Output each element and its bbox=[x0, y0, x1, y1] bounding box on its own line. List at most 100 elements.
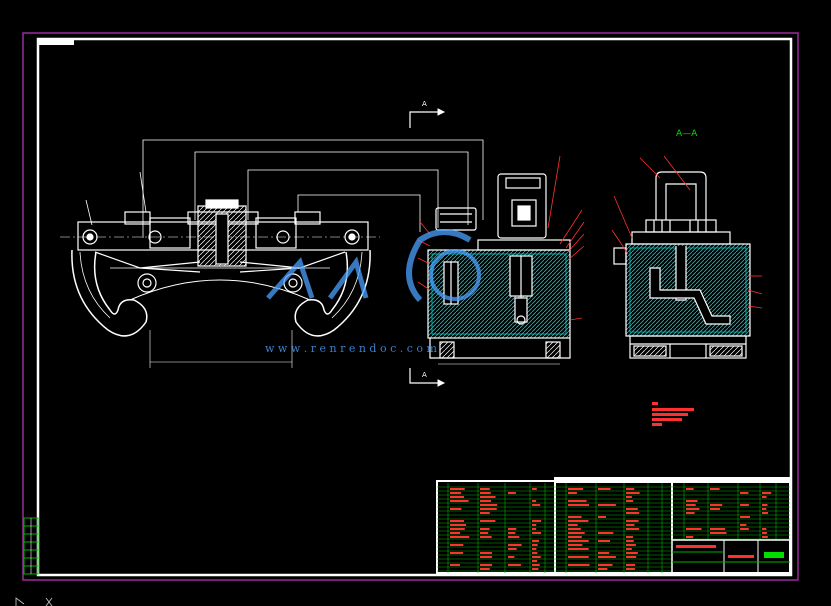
hydraulic-station-section bbox=[613, 171, 751, 359]
cut-marker-bottom-label: A bbox=[422, 371, 427, 379]
bom-cell-text bbox=[568, 516, 582, 518]
bom-cell-text bbox=[480, 552, 492, 554]
bom-cell-text bbox=[480, 532, 489, 534]
bom-cell-text bbox=[626, 548, 632, 550]
bom-cell-text bbox=[568, 524, 578, 526]
bom-cell-text bbox=[710, 532, 727, 534]
bom-cell-text bbox=[450, 528, 465, 530]
bom-cell-text bbox=[480, 556, 492, 558]
bom-cell-text bbox=[762, 536, 768, 538]
bom-cell-text bbox=[686, 528, 702, 530]
bom-cell-text bbox=[568, 540, 589, 542]
bom-cell-text bbox=[710, 508, 720, 510]
bom-cell-text bbox=[568, 492, 577, 494]
bom-cell-text bbox=[450, 500, 469, 502]
bom-cell-text bbox=[762, 508, 767, 510]
bom-cell-text bbox=[686, 508, 700, 510]
bom-cell-text bbox=[480, 536, 492, 538]
bom-cell-text bbox=[598, 552, 610, 554]
bom-cell-text bbox=[686, 500, 698, 502]
bom-cell-text bbox=[450, 488, 465, 490]
bom-cell-text bbox=[626, 512, 640, 514]
bom-cell-text bbox=[598, 556, 616, 558]
bom-cell-text bbox=[626, 564, 636, 566]
watermark-logo bbox=[266, 229, 481, 303]
bom-cell-text bbox=[598, 532, 614, 534]
bom-cell-text bbox=[532, 500, 537, 502]
bom-cell-text bbox=[480, 492, 491, 494]
bom-cell-text bbox=[762, 532, 767, 534]
bom-cell-text bbox=[762, 504, 768, 506]
bom-cell-text bbox=[508, 536, 520, 538]
bom-cell-text bbox=[508, 492, 516, 494]
bom-cell-text bbox=[740, 492, 749, 494]
bom-cell-text bbox=[598, 488, 611, 490]
bom-cell-text bbox=[568, 532, 585, 534]
technical-notes bbox=[652, 402, 694, 426]
bom-cell-text bbox=[598, 564, 613, 566]
bom-cell-text bbox=[532, 532, 541, 534]
bom-cell-text bbox=[532, 556, 541, 558]
bom-cell-text bbox=[626, 552, 638, 554]
bom-cell-text bbox=[480, 504, 498, 506]
bom-cell-text bbox=[568, 564, 590, 566]
bom-cell-text bbox=[532, 488, 537, 490]
bom-cell-text bbox=[508, 556, 515, 558]
part-leaders-section bbox=[611, 155, 763, 309]
bom-cell-text bbox=[532, 540, 539, 542]
bom-cell-text bbox=[450, 552, 464, 554]
bom-cell-text bbox=[740, 504, 749, 506]
bom-cell-text bbox=[480, 500, 491, 502]
bom-cell-text bbox=[568, 500, 587, 502]
bom-cell-text bbox=[450, 492, 461, 494]
bom-cell-text bbox=[480, 496, 496, 498]
bom-cell-text bbox=[626, 568, 635, 570]
bom-cell-text bbox=[532, 552, 538, 554]
bom-cell-text bbox=[626, 492, 640, 494]
bom-cell-text bbox=[598, 568, 608, 570]
bom-cell-text bbox=[450, 508, 462, 510]
cut-marker-top-label: A bbox=[422, 100, 427, 108]
bom-cell-text bbox=[532, 544, 538, 546]
bom-cell-text bbox=[568, 548, 589, 550]
bom-cell-text bbox=[450, 536, 470, 538]
bom-cell-text bbox=[450, 564, 461, 566]
inner-frame bbox=[36, 37, 793, 577]
bom-cell-text bbox=[626, 508, 638, 510]
cut-marker-bottom bbox=[409, 368, 446, 387]
bom-cell-text bbox=[450, 524, 467, 526]
bom-cell-text bbox=[480, 512, 490, 514]
bom-cell-text bbox=[740, 524, 747, 526]
bom-cell-text bbox=[450, 532, 461, 534]
bom-cell-text bbox=[480, 508, 497, 510]
bom-cell-text bbox=[626, 536, 633, 538]
bom-cell-text bbox=[568, 520, 589, 522]
section-aa-label: A—A bbox=[676, 129, 698, 139]
bom-cell-text bbox=[598, 504, 616, 506]
bom-cell-text bbox=[626, 488, 635, 490]
cut-marker-top bbox=[409, 108, 446, 128]
bom-cell-text bbox=[740, 528, 749, 530]
margin-table bbox=[23, 517, 39, 575]
bom-cell-text bbox=[710, 528, 726, 530]
bom-cell-text bbox=[626, 496, 632, 498]
outer-frame bbox=[22, 32, 799, 581]
bom-cell-text bbox=[568, 488, 584, 490]
bom-cell-text bbox=[686, 512, 695, 514]
frame-corner-tab bbox=[38, 39, 74, 45]
bom-cell-text bbox=[762, 512, 769, 514]
ucs-axis-icon bbox=[15, 597, 53, 606]
bom-cell-text bbox=[762, 528, 767, 530]
bom-cell-text bbox=[686, 504, 696, 506]
bom-cell-text bbox=[450, 496, 465, 498]
bom-cell-text bbox=[710, 504, 723, 506]
watermark-text: w w w . r e n r e n d o c . c o m bbox=[265, 342, 437, 355]
bom-cell-text bbox=[480, 568, 490, 570]
bom-cell-text bbox=[532, 504, 541, 506]
bom-cell-text bbox=[480, 564, 492, 566]
bom-cell-text bbox=[508, 544, 522, 546]
bom-cell-text bbox=[598, 516, 607, 518]
bom-cell-text bbox=[532, 524, 537, 526]
bom-cell-text bbox=[450, 544, 464, 546]
